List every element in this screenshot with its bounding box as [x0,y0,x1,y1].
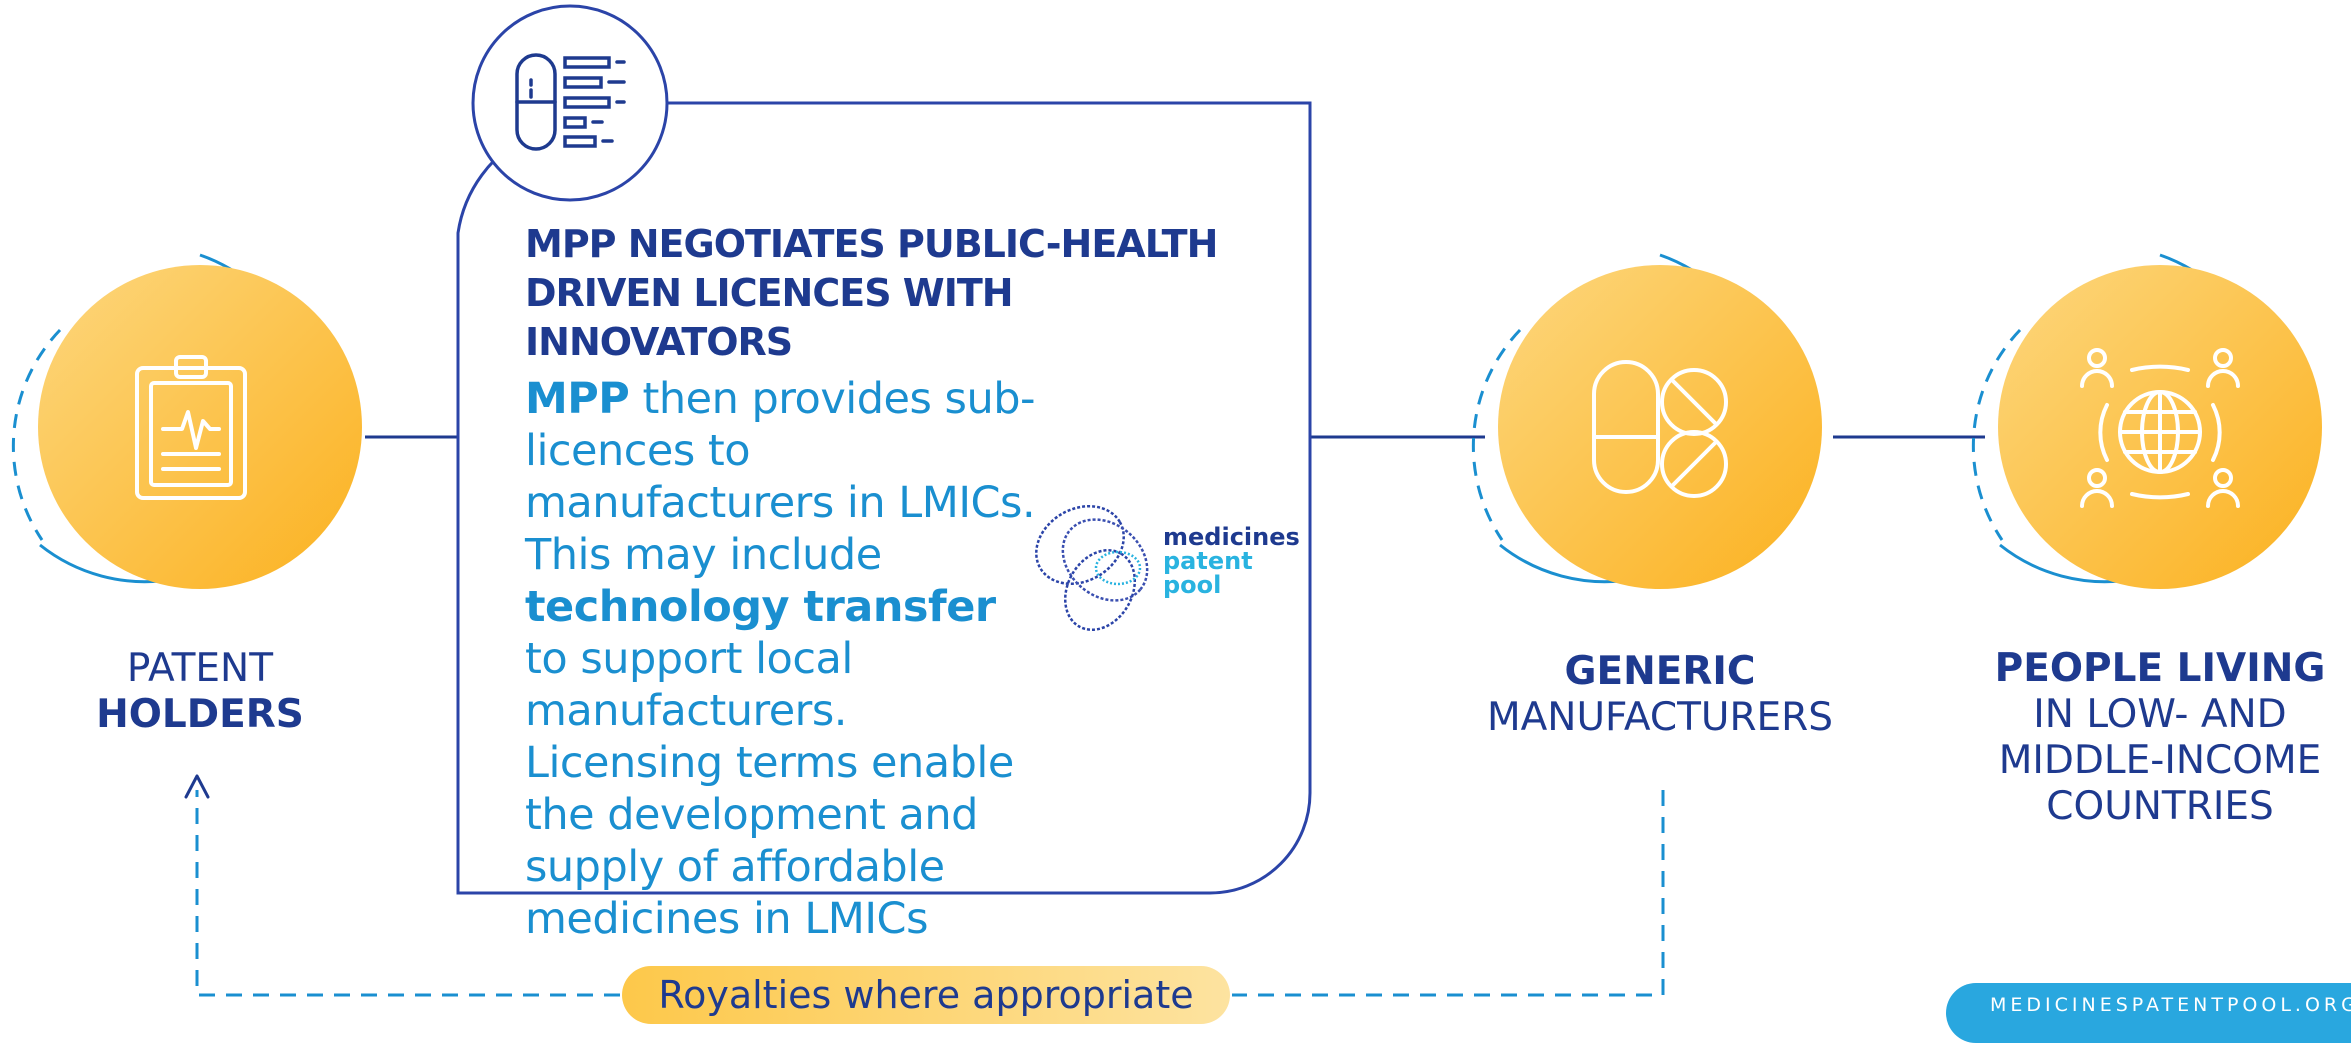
logo-line1: medicines [1163,523,1300,551]
mpp-box-title: MPP NEGOTIATES PUBLIC-HEALTH DRIVEN LICE… [525,220,1225,367]
mpp-body-emphasis: MPP [525,374,630,424]
pills-icon [1592,360,1728,498]
generic-manufacturers-label: GENERIC MANUFACTURERS [1470,649,1850,741]
logo-text: medicines patent pool [1163,525,1300,597]
generic-line2: MANUFACTURERS [1486,695,1834,740]
people-line4: COUNTRIES [2046,784,2274,829]
people-label: PEOPLE LIVING IN LOW- AND MIDDLE-INCOME … [1980,646,2340,830]
people-node [1971,253,2322,589]
medicines-patent-pool-logo [1035,505,1149,631]
people-line2: IN LOW- AND [2033,692,2287,737]
website-url-link[interactable]: MEDICINESPATENTPOOL.ORG [1946,983,2351,1043]
mpp-title-line: INNOVATORS [525,320,793,364]
mpp-body-emphasis: technology transfer [525,582,996,632]
people-line3: MIDDLE-INCOME [1998,738,2322,783]
arrow-up-icon [184,774,210,799]
patent-holders-line1: PATENT [126,646,274,691]
globe-people-icon [2080,348,2240,508]
patent-holders-label: PATENT HOLDERS [40,646,360,738]
patent-holders-line2: HOLDERS [96,692,304,737]
mpp-icon-circle [471,4,669,202]
people-line1: PEOPLE LIVING [1994,646,2326,691]
mpp-box-body: MPP then provides sub-licences to manufa… [525,373,1045,945]
royalty-flow-line [195,790,620,997]
mpp-body-text: then provides sub-licences to manufactur… [525,374,1036,580]
royalties-pill: Royalties where appropriate [622,966,1230,1024]
mpp-body-text: to support local manufacturers. Licensin… [525,634,1014,944]
logo-line2: patent [1163,547,1253,575]
generic-manufacturers-node [1471,253,1822,589]
flow-diagram [11,4,2322,997]
mpp-title-line: MPP NEGOTIATES PUBLIC-HEALTH [525,222,1218,266]
mpp-box-border [456,101,1312,895]
clipboard-heartbeat-icon [135,355,247,500]
patent-holders-node [11,253,362,589]
logo-line3: pool [1163,571,1222,599]
capsule-list-icon [515,53,626,151]
generic-line1: GENERIC [1564,649,1756,694]
royalty-flow-line [1232,790,1665,997]
mpp-title-line: DRIVEN LICENCES WITH [525,271,1014,315]
